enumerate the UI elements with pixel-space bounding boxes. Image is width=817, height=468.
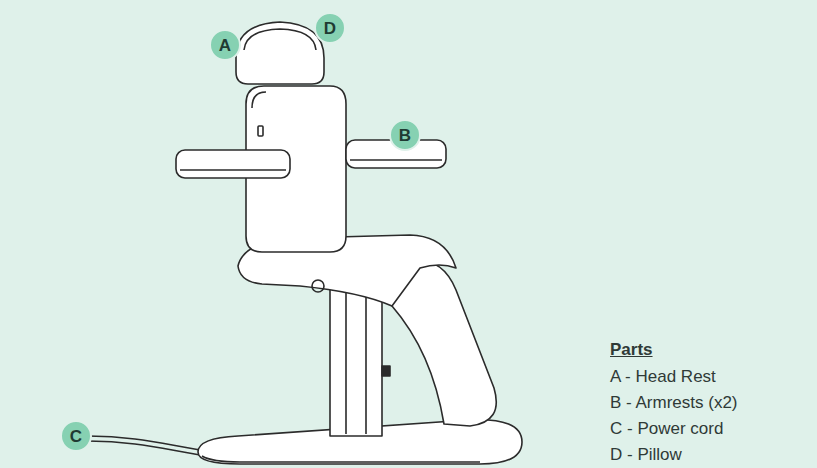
parts-heading: Parts — [610, 340, 653, 360]
backrest-edge — [252, 92, 266, 108]
chair-column-line — [346, 290, 366, 434]
parts-list-item: A - Head Rest — [610, 367, 716, 387]
callout-circle: C — [60, 420, 92, 452]
callout-letter: B — [399, 127, 411, 144]
armrest-edge — [180, 169, 286, 171]
callout-letter: D — [324, 20, 336, 37]
parts-list-item: D - Pillow — [610, 445, 682, 465]
callout-letter: A — [219, 37, 231, 54]
chair-base-edge — [202, 456, 480, 462]
backrest-button — [258, 126, 263, 136]
head-rest — [236, 22, 324, 84]
chair-column — [330, 286, 382, 436]
power-cord — [88, 441, 214, 457]
power-cord — [88, 436, 214, 452]
seat-knob — [312, 280, 324, 292]
callout-circle: A — [209, 29, 241, 61]
parts-list-item: B - Armrests (x2) — [610, 393, 738, 413]
callout-circle: D — [314, 12, 346, 44]
callout-letter: C — [70, 428, 82, 445]
chair-pedal — [382, 366, 390, 376]
armrest — [176, 150, 290, 178]
parts-list-item: C - Power cord — [610, 419, 723, 439]
pillow — [244, 29, 316, 50]
armrest-edge — [350, 159, 442, 161]
callout-circle: B — [389, 119, 421, 151]
